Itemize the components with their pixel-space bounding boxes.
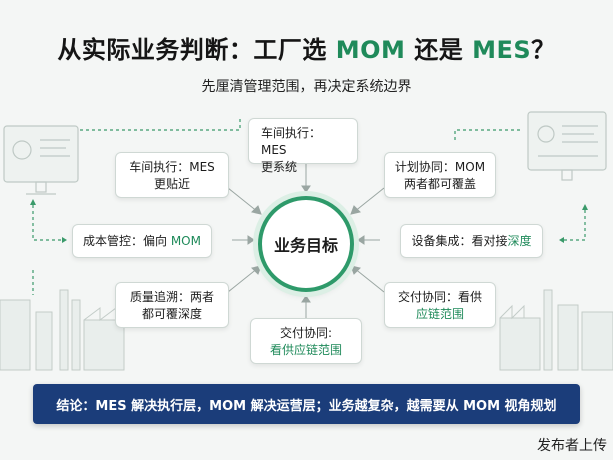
- node-right: 设备集成：看对接深度: [400, 224, 543, 258]
- node-bottom: 交付协同:看供应链范围: [250, 318, 362, 364]
- right-factory-icon: [499, 289, 613, 371]
- left-monitor-icon: [3, 125, 79, 195]
- center-goal: 业务目标: [258, 196, 354, 292]
- left-factory-icon: [0, 289, 125, 371]
- watermark: 发布者上传: [537, 438, 607, 454]
- page-subtitle: 先厘清管理范围，再决定系统边界: [201, 79, 412, 95]
- node-bottom-right: 交付协同：看供应链范围: [384, 282, 496, 328]
- page-title: 从实际业务判断：工厂选 MOM 还是 MES？: [57, 36, 556, 64]
- right-monitor-icon: [527, 111, 607, 181]
- node-left: 成本管控：偏向 MOM: [72, 224, 212, 258]
- conclusion-banner: 结论：MES 解决执行层，MOM 解决运营层；业务越复杂，越需要从 MOM 视角…: [33, 384, 580, 424]
- node-bottom-left: 质量追溯：两者都可覆深度: [115, 282, 229, 328]
